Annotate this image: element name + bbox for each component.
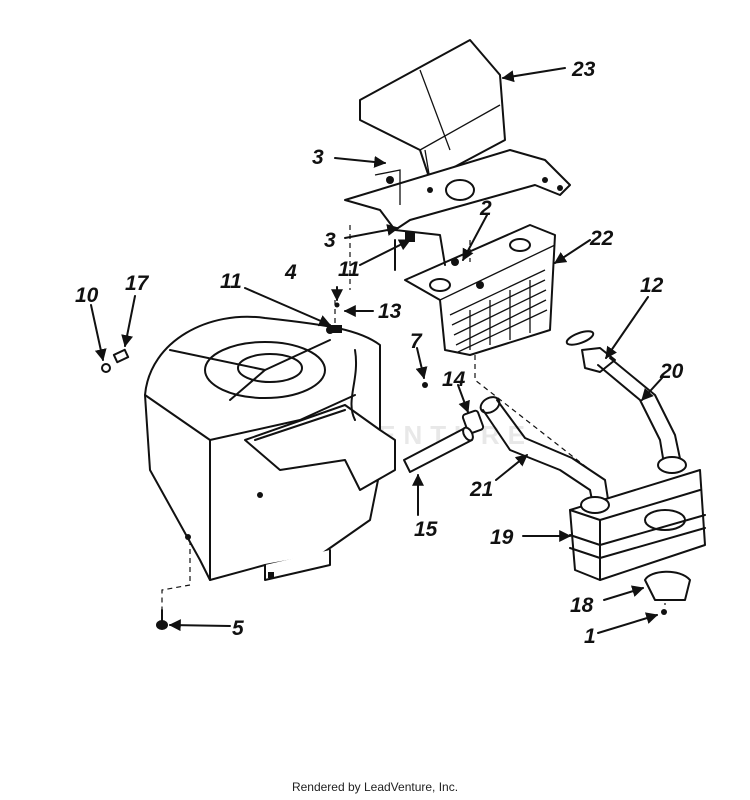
- heat-shield-part: [359, 39, 506, 181]
- label-11-lower: 11: [220, 270, 242, 293]
- screw-1-part: [661, 609, 667, 615]
- label-13: 13: [378, 300, 402, 323]
- label-11-upper: 11: [338, 258, 360, 281]
- label-10: 10: [75, 284, 99, 307]
- label-4: 4: [284, 261, 297, 284]
- label-2: 2: [479, 197, 492, 220]
- label-5: 5: [232, 617, 244, 640]
- muffler-guard-part: [394, 224, 556, 356]
- label-21: 21: [469, 478, 493, 501]
- label-3-lower: 3: [324, 229, 336, 252]
- label-12: 12: [640, 274, 664, 297]
- part-labels: 23 3 3 2 22 11 11 4 13 10 17 12 7 14 20 …: [75, 58, 684, 648]
- footer-credit: Rendered by LeadVenture, Inc.: [291, 780, 459, 794]
- label-7: 7: [410, 330, 423, 353]
- label-23: 23: [571, 58, 596, 81]
- small-hardware-part: [101, 348, 130, 373]
- bolt-part: [156, 609, 168, 630]
- label-19: 19: [490, 526, 514, 549]
- upper-bracket-part: [344, 149, 571, 231]
- tube-part: [403, 426, 474, 473]
- label-17: 17: [125, 272, 150, 295]
- label-18: 18: [570, 594, 594, 617]
- clip-part: [394, 232, 415, 271]
- label-14: 14: [442, 368, 466, 391]
- callout-arrows: [90, 67, 663, 634]
- label-15: 15: [414, 518, 438, 541]
- label-3-upper: 3: [312, 146, 324, 169]
- label-22: 22: [589, 227, 614, 250]
- screw-part: [422, 382, 428, 388]
- muffler-part: [569, 456, 706, 581]
- fastener-part: [326, 302, 342, 334]
- label-20: 20: [659, 360, 684, 383]
- deflector-part: [644, 570, 691, 601]
- label-1: 1: [584, 625, 596, 648]
- engine-shroud-part: [144, 315, 396, 581]
- exhaust-pipe-2-part: [565, 330, 683, 471]
